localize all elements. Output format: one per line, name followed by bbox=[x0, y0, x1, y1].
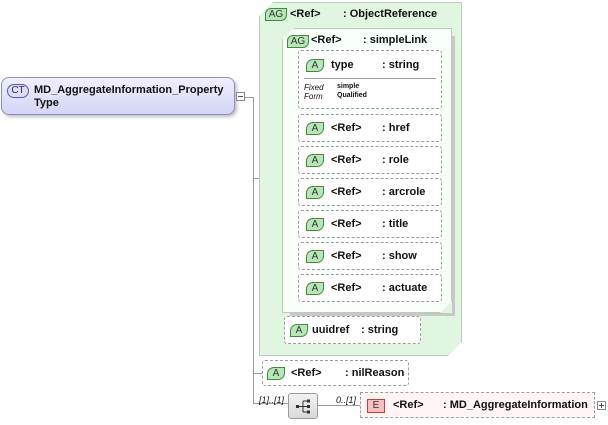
attribute-group-outer-ref: <Ref> bbox=[290, 8, 321, 20]
attribute-name: : href bbox=[382, 122, 410, 134]
attribute-badge: A bbox=[267, 367, 285, 380]
complex-type-node[interactable]: CT MD_AggregateInformation_Property Type bbox=[1, 77, 235, 115]
attribute-group-badge: AG bbox=[265, 8, 287, 21]
attribute-ref: <Ref> bbox=[291, 367, 322, 379]
attribute-badge: A bbox=[306, 186, 324, 199]
attribute-ref: <Ref> bbox=[331, 218, 362, 230]
sequence-occurrence: [1]..[1] bbox=[259, 395, 285, 405]
attribute-type-divider bbox=[304, 78, 436, 79]
attribute-group-inner-type: : simpleLink bbox=[363, 34, 428, 46]
attribute-role[interactable]: A <Ref> : role bbox=[298, 146, 442, 174]
element-ref: <Ref> bbox=[393, 399, 424, 411]
fixed-label: Fixed bbox=[304, 83, 324, 92]
attribute-name: : title bbox=[382, 218, 409, 230]
attribute-uuidref[interactable]: A uuidref : string bbox=[284, 316, 421, 344]
attribute-actuate[interactable]: A <Ref> : actuate bbox=[298, 274, 442, 302]
complex-type-name-line2: Type bbox=[34, 97, 59, 109]
form-value: Qualified bbox=[337, 92, 367, 99]
attribute-group-badge: AG bbox=[287, 35, 309, 48]
attribute-ref: <Ref> bbox=[331, 250, 362, 262]
attribute-badge: A bbox=[306, 218, 324, 231]
attribute-show[interactable]: A <Ref> : show bbox=[298, 242, 442, 270]
attribute-badge: A bbox=[290, 324, 308, 337]
attribute-name: : show bbox=[382, 250, 417, 262]
sequence-tree-icon bbox=[296, 399, 310, 414]
form-label: Form bbox=[304, 92, 323, 101]
attribute-type-type: : string bbox=[382, 59, 420, 71]
collapse-icon[interactable] bbox=[236, 92, 245, 101]
attribute-ref: <Ref> bbox=[331, 122, 362, 134]
attribute-title[interactable]: A <Ref> : title bbox=[298, 210, 442, 238]
attribute-arcrole[interactable]: A <Ref> : arcrole bbox=[298, 178, 442, 206]
element-occurrence: 0..[1] bbox=[336, 395, 357, 405]
attribute-name: : arcrole bbox=[382, 186, 426, 198]
fixed-value: simple bbox=[337, 83, 360, 90]
attribute-ref: <Ref> bbox=[331, 282, 362, 294]
attribute-badge: A bbox=[306, 59, 324, 72]
element-md-aggregate-information[interactable]: E <Ref> : MD_AggregateInformation bbox=[360, 392, 595, 418]
attribute-badge: A bbox=[306, 250, 324, 263]
sequence-compositor-icon[interactable] bbox=[288, 393, 318, 419]
element-badge: E bbox=[367, 399, 385, 413]
attribute-name: : role bbox=[382, 154, 409, 166]
attribute-name: : actuate bbox=[382, 282, 428, 294]
attribute-name: : nilReason bbox=[345, 367, 405, 379]
complex-type-name-line1: MD_AggregateInformation_Property bbox=[34, 84, 224, 96]
attribute-group-inner-header: AG <Ref> : simpleLink bbox=[282, 28, 452, 50]
attribute-group-inner-ref: <Ref> bbox=[311, 34, 342, 46]
attribute-nil-reason[interactable]: A <Ref> : nilReason bbox=[262, 360, 409, 386]
attribute-badge: A bbox=[306, 154, 324, 167]
attribute-uuidref-name: uuidref bbox=[312, 324, 350, 336]
attribute-href[interactable]: A <Ref> : href bbox=[298, 114, 442, 142]
attribute-ref: <Ref> bbox=[331, 154, 362, 166]
attribute-group-outer-type: : ObjectReference bbox=[343, 8, 438, 20]
attribute-type-name: type bbox=[331, 59, 354, 71]
attribute-badge: A bbox=[306, 122, 324, 135]
element-name: : MD_AggregateInformation bbox=[443, 399, 588, 411]
expand-icon[interactable] bbox=[597, 401, 606, 410]
attribute-uuidref-type: : string bbox=[361, 324, 399, 336]
attribute-group-outer-header: AG <Ref> : ObjectReference bbox=[259, 2, 462, 24]
attribute-badge: A bbox=[306, 282, 324, 295]
attribute-type[interactable]: A type : string Fixed simple Form Qualif… bbox=[298, 50, 442, 109]
complex-type-badge: CT bbox=[7, 84, 29, 98]
attribute-ref: <Ref> bbox=[331, 186, 362, 198]
